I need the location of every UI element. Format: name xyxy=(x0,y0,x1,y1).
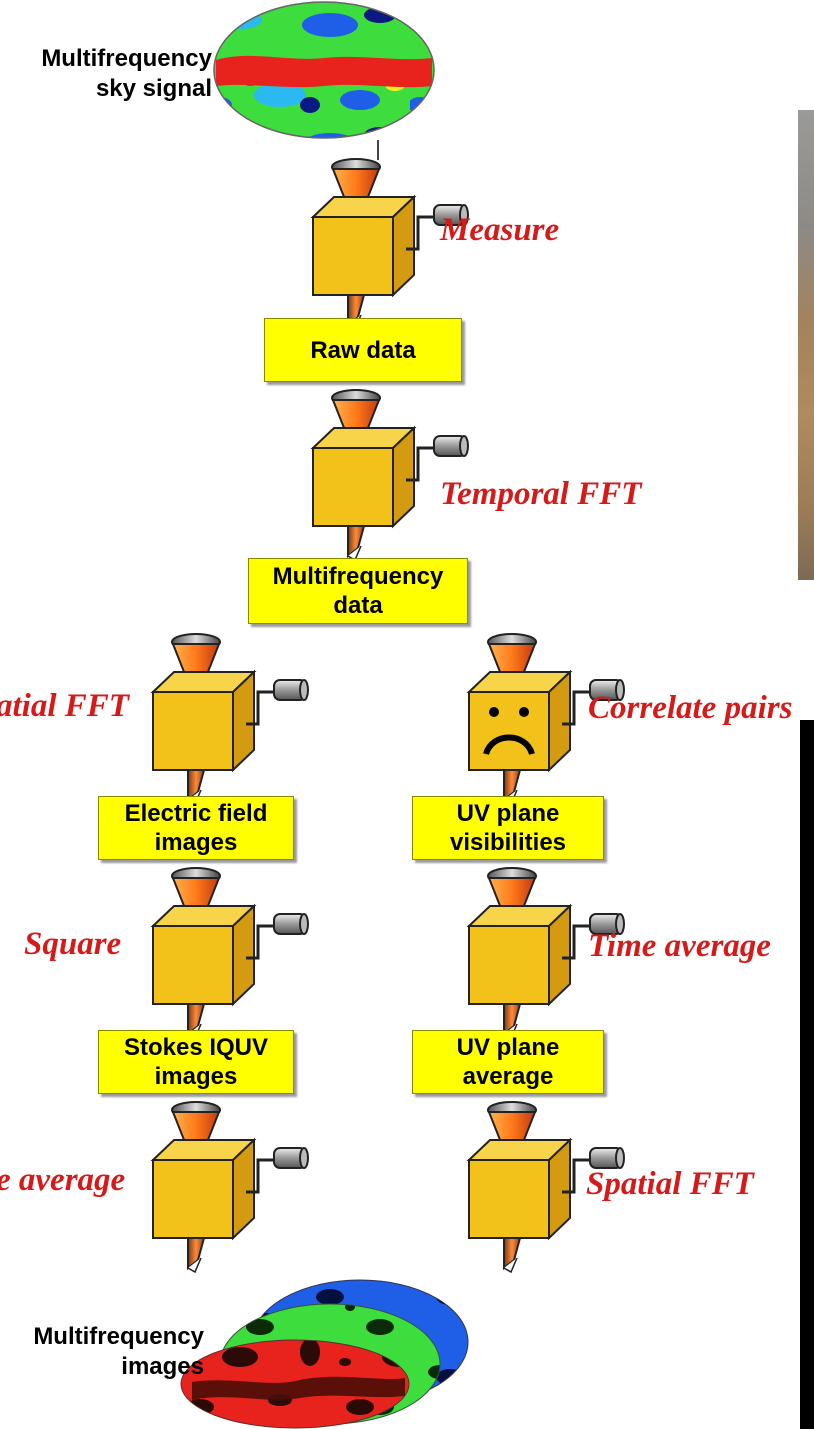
time-average-machine-left xyxy=(151,1100,310,1274)
square-machine xyxy=(151,866,310,1040)
sky-signal-map xyxy=(213,1,435,139)
box-electric-field-images: Electric field images xyxy=(98,796,294,860)
box-multifrequency-data: Multifrequency data xyxy=(248,558,468,624)
side-black-panel xyxy=(800,720,814,1429)
box-raw-data: Raw data xyxy=(264,318,462,382)
box-uv-plane-visibilities: UV plane visibilities xyxy=(412,796,604,860)
correlate-machine xyxy=(467,632,626,806)
step-label-square: Square xyxy=(24,926,122,962)
side-photo xyxy=(798,110,814,580)
step-label-measure: Measure xyxy=(440,212,560,248)
step-label-time-average-left: e average xyxy=(0,1162,126,1198)
step-label-correlate-pairs: Correlate pairs xyxy=(588,690,793,726)
side-panel-edge xyxy=(796,720,800,1429)
step-label-spatial-fft-left: atial FFT xyxy=(0,688,129,724)
box-stokes-iquv-images: Stokes IQUV images xyxy=(98,1030,294,1094)
step-label-time-average: Time average xyxy=(588,928,771,964)
sky-signal-caption: Multifrequency sky signal xyxy=(41,45,212,102)
multifrequency-images-caption: Multifrequency images xyxy=(33,1323,204,1380)
step-label-spatial-fft-right: Spatial FFT xyxy=(586,1166,754,1202)
multifrequency-image-stack xyxy=(180,1279,469,1429)
spatial-fft-machine-left xyxy=(151,632,310,806)
box-uv-plane-average: UV plane average xyxy=(412,1030,604,1094)
step-label-temporal-fft: Temporal FFT xyxy=(440,476,642,512)
